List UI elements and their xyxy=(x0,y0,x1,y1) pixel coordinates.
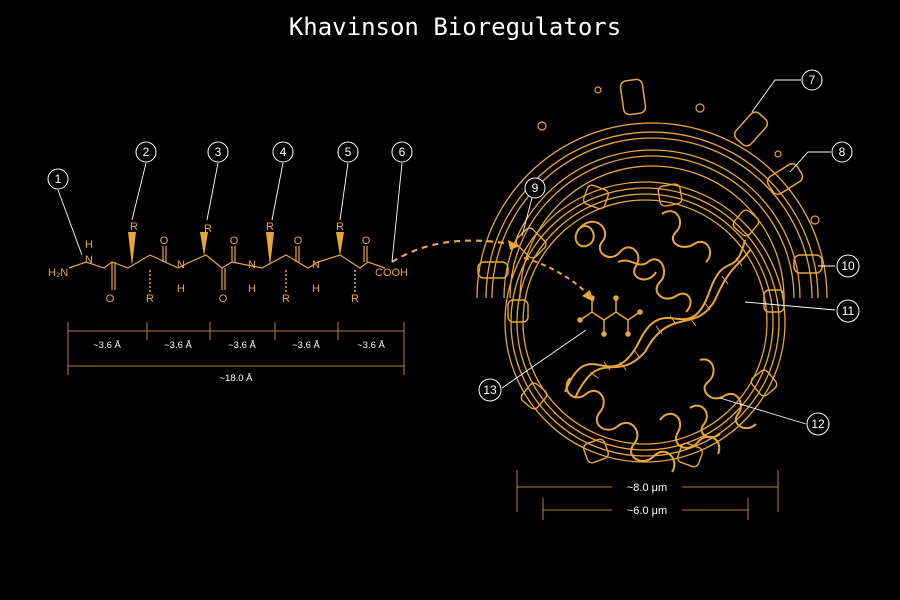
callout-label: 9 xyxy=(532,181,539,195)
callout-13: 13 xyxy=(478,378,502,402)
callout-12: 12 xyxy=(806,412,830,436)
total-length-label: ~18.0 Å xyxy=(219,373,253,384)
nuclear-pores xyxy=(507,183,785,468)
spacing-label: ~3.6 Å xyxy=(93,340,121,351)
diagram-title: Khavinson Bioregulators xyxy=(289,13,621,41)
callout-label: 10 xyxy=(841,259,855,273)
callout-label: 5 xyxy=(345,145,352,159)
side-chain-r-label: R xyxy=(282,293,290,305)
callout-markers: 1 2 3 4 5 6 7 8 xyxy=(47,69,860,436)
callout-9: 9 xyxy=(524,177,546,199)
callout-label: 2 xyxy=(143,145,150,159)
callout-label: 12 xyxy=(811,417,825,431)
callout-6: 6 xyxy=(391,141,413,163)
peptide-structure: H₂N H N O R R O N H R O O N H R R O N H … xyxy=(48,221,408,305)
callout-label: 4 xyxy=(280,145,287,159)
callout-7: 7 xyxy=(801,69,823,91)
callout-5: 5 xyxy=(337,141,359,163)
bioregulator-molecule xyxy=(577,295,643,337)
amide-h-label: H xyxy=(85,239,93,251)
callout-8: 8 xyxy=(831,141,853,163)
amide-n-label: N xyxy=(312,259,320,271)
callout-4: 4 xyxy=(272,141,294,163)
callout-11: 11 xyxy=(836,299,860,323)
amide-n-label: N xyxy=(85,254,93,266)
carbonyl-o-label: O xyxy=(106,293,115,305)
side-chain-r-label: R xyxy=(336,221,344,233)
callout-2: 2 xyxy=(135,141,157,163)
nucleus-diameter-label: ~6.0 μm xyxy=(627,505,667,517)
cell-diameter-label: ~8.0 μm xyxy=(627,482,667,494)
spacing-label: ~3.6 Å xyxy=(292,340,320,351)
side-chain-r-label: R xyxy=(130,221,138,233)
dna-base-pairs xyxy=(589,257,743,379)
callout-label: 7 xyxy=(809,73,816,87)
callout-label: 3 xyxy=(215,145,222,159)
callout-label: 8 xyxy=(839,145,846,159)
side-chain-r-label: R xyxy=(146,293,154,305)
carbonyl-o-label: O xyxy=(160,235,169,247)
cell xyxy=(476,78,828,473)
cell-measurements: ~8.0 μm ~6.0 μm xyxy=(516,470,779,520)
nuclear-entry-arrow-head xyxy=(582,290,594,302)
amide-n-label: N xyxy=(248,259,256,271)
callout-label: 6 xyxy=(399,145,406,159)
chromatin xyxy=(565,210,757,473)
carbonyl-o-label: O xyxy=(362,235,371,247)
peptide-backbone xyxy=(68,254,386,269)
entry-arrow xyxy=(391,239,511,263)
side-chain-r-label: R xyxy=(351,293,359,305)
side-chain-r-label: R xyxy=(266,221,274,233)
spacing-label: ~3.6 Å xyxy=(357,340,385,351)
amide-n-label: N xyxy=(177,259,185,271)
side-chain-wedges xyxy=(128,232,344,266)
carbonyl-o-label: O xyxy=(294,235,303,247)
callout-10: 10 xyxy=(836,254,860,278)
cell-membrane xyxy=(476,122,828,299)
membrane-vesicles xyxy=(537,86,820,225)
callout-label: 1 xyxy=(55,172,62,186)
peptide-measurements: ~3.6 Å ~3.6 Å ~3.6 Å ~3.6 Å ~3.6 Å ~18.0… xyxy=(67,322,405,384)
membrane-proteins xyxy=(477,78,823,279)
amide-h-label: H xyxy=(312,283,320,295)
nuclear-envelope xyxy=(504,181,786,463)
c-terminus-label: COOH xyxy=(375,267,408,279)
callout-1: 1 xyxy=(47,168,69,190)
spacing-label: ~3.6 Å xyxy=(228,340,256,351)
carbonyl-bonds xyxy=(111,246,368,290)
callout-label: 13 xyxy=(483,383,497,397)
nuclear-entry-arrow xyxy=(523,257,589,295)
amide-h-label: H xyxy=(177,283,185,295)
callout-leaders xyxy=(57,79,836,425)
carbonyl-o-label: O xyxy=(219,293,228,305)
side-chain-r-label: R xyxy=(204,223,212,235)
callout-label: 11 xyxy=(842,304,855,318)
spacing-label: ~3.6 Å xyxy=(164,340,192,351)
n-terminus-label: H₂N xyxy=(48,267,68,279)
carbonyl-o-label: O xyxy=(230,235,239,247)
amide-h-label: H xyxy=(248,283,256,295)
callout-3: 3 xyxy=(207,141,229,163)
dna-helix xyxy=(564,239,751,399)
